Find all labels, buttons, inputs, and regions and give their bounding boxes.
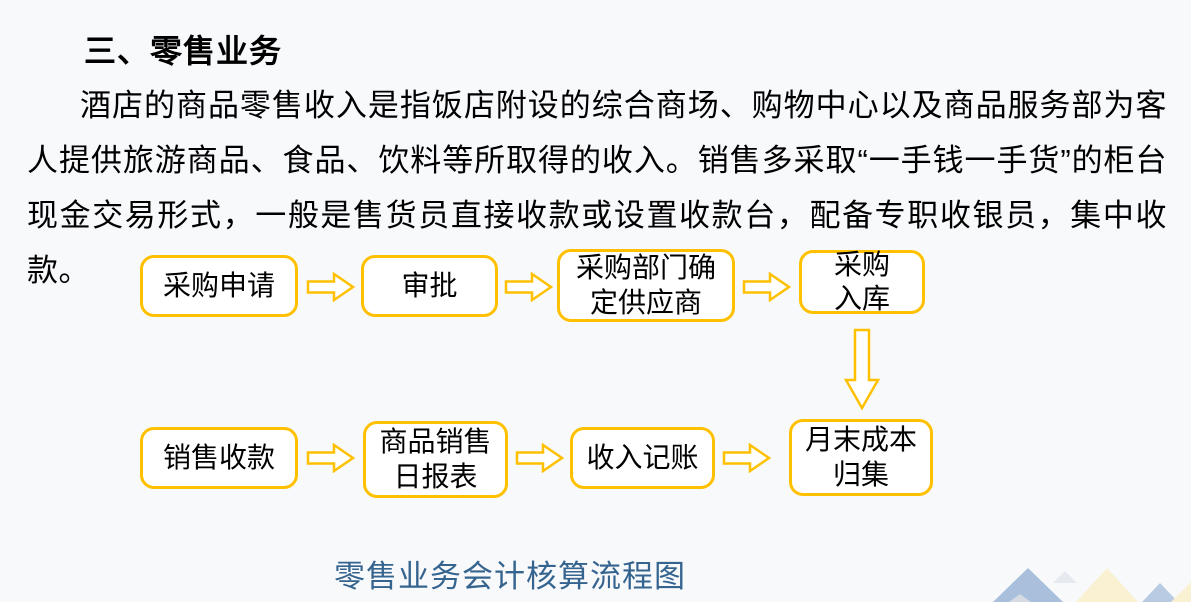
body-paragraph: 酒店的商品零售收入是指饭店附设的综合商场、购物中心以及商品服务部为客人提供旅游商… [27, 88, 1167, 288]
corner-blue-triangle-icon [1142, 583, 1178, 602]
right-arrow-icon [515, 443, 565, 473]
right-arrow-icon [504, 272, 554, 302]
flow-box-purchase-request: 采购申请 [140, 255, 298, 317]
corner-triangles-decoration [993, 568, 1191, 602]
flow-box-month-end-cost: 月末成本 归集 [789, 419, 933, 496]
right-arrow-icon [306, 443, 356, 473]
flow-box-revenue-booking: 收入记账 [570, 427, 715, 489]
flowchart-caption: 零售业务会计核算流程图 [334, 559, 686, 594]
blue-triangle-icon [993, 568, 1063, 602]
corner-yellow-triangle-icon [1171, 582, 1191, 602]
yellow-triangle-icon [1076, 568, 1138, 602]
down-arrow-icon [844, 328, 880, 411]
inner-light-triangle-icon [1009, 594, 1031, 602]
right-arrow-icon [722, 443, 772, 473]
flow-box-purchasing-dept-supplier: 采购部门确 定供应商 [557, 249, 735, 322]
flow-box-approval: 审批 [361, 255, 498, 317]
flow-box-daily-sales-report: 商品销售 日报表 [363, 421, 508, 498]
right-arrow-icon [742, 272, 792, 302]
right-arrow-icon [306, 272, 356, 302]
section-heading: 三、零售业务 [84, 33, 283, 69]
gray-triangle-icon [1053, 571, 1077, 583]
flow-box-purchase-warehousing: 采购 入库 [799, 249, 925, 314]
flow-box-sales-collection: 销售收款 [140, 427, 298, 489]
